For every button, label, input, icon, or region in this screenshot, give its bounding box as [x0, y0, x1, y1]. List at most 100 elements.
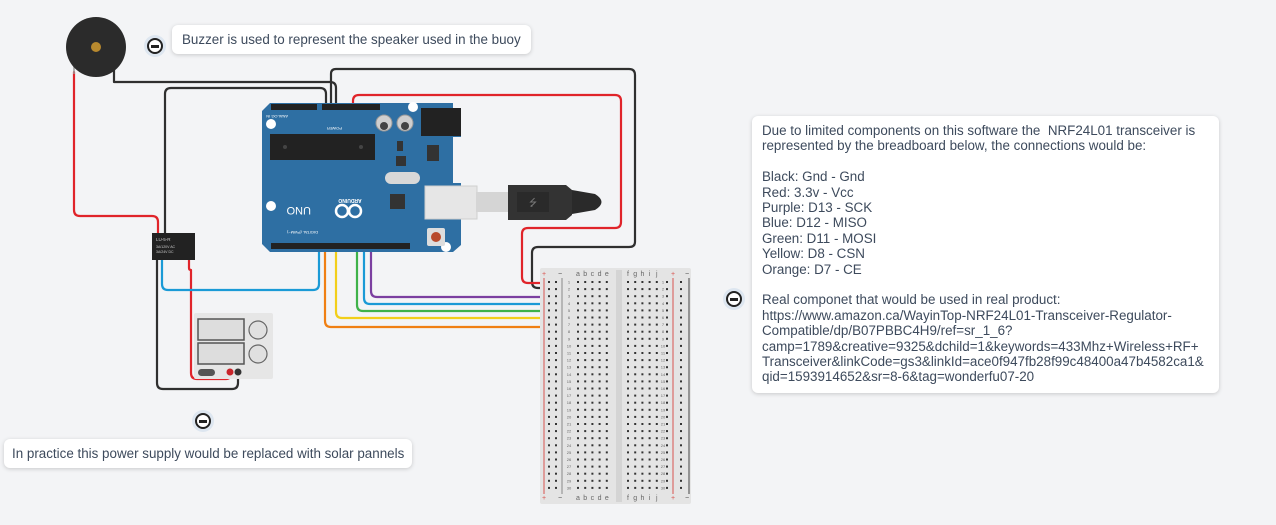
usb-cable[interactable]: ⭍: [424, 185, 602, 220]
column-label: a: [576, 495, 580, 502]
row-number: 3: [662, 294, 665, 299]
power-note-pin[interactable]: [192, 410, 214, 432]
current-display: [197, 342, 245, 365]
transceiver-note-line: [762, 277, 1208, 292]
row-number: 13: [567, 365, 572, 370]
column-label: j: [655, 271, 658, 278]
row-number: 9: [662, 336, 665, 341]
wire-purple-d13[interactable]: [369, 245, 550, 299]
transceiver-note-line: camp=1789&creative=9325&dchild=1&keyword…: [762, 338, 1199, 354]
column-label: e: [605, 271, 609, 278]
wire-red-buzzer[interactable]: [72, 70, 160, 235]
power-switch[interactable]: [198, 369, 215, 376]
wire-black-buzzer[interactable]: [112, 60, 338, 105]
transceiver-note[interactable]: Due to limited components on this softwa…: [752, 116, 1219, 393]
transceiver-note-line: Real componet that would be used in real…: [762, 292, 1061, 308]
column-label: e: [605, 495, 609, 502]
row-number: 15: [567, 379, 572, 384]
column-label: f: [627, 271, 629, 278]
row-number: 24: [661, 443, 666, 448]
row-number: 11: [661, 351, 666, 356]
row-number: 8: [568, 329, 571, 334]
power-jack: [421, 108, 461, 136]
wire-blue-relay[interactable]: [160, 245, 321, 292]
rail-label: −: [685, 495, 689, 502]
row-number: 20: [661, 414, 666, 419]
buzzer-note-pin[interactable]: [144, 35, 166, 57]
row-number: 10: [567, 343, 572, 348]
row-number: 12: [661, 358, 666, 363]
wire-black-power[interactable]: [155, 258, 240, 391]
positive-terminal[interactable]: [226, 368, 234, 376]
row-number: 19: [661, 407, 666, 412]
transceiver-note-line: Blue: D12 - MISO: [762, 215, 867, 231]
row-number: 30: [567, 485, 572, 490]
rail-label: +: [542, 271, 546, 278]
row-number: 14: [661, 372, 666, 377]
power-supply-note-text: In practice this power supply would be r…: [12, 446, 405, 461]
minus-circle-icon: [147, 38, 163, 54]
column-label: d: [598, 495, 602, 502]
arduino-brand-label: ARDUINO: [338, 197, 361, 203]
row-number: 17: [661, 393, 666, 398]
column-label: b: [583, 495, 587, 502]
atmega-chip: [270, 134, 375, 160]
voltage-knob[interactable]: [248, 320, 268, 340]
transceiver-note-line: qid=1593914652&sr=8-6&tag=wonderfu07-20: [762, 369, 1035, 385]
negative-terminal[interactable]: [234, 368, 242, 376]
row-number: 27: [567, 464, 572, 469]
buzzer-note-text: Buzzer is used to represent the speaker …: [182, 32, 521, 47]
relay-model-label: LU-5-R: [156, 237, 171, 242]
power-supply-note[interactable]: In practice this power supply would be r…: [4, 439, 413, 469]
row-number: 6: [662, 315, 665, 320]
row-number: 23: [567, 436, 572, 441]
row-number: 22: [567, 429, 572, 434]
row-number: 6: [568, 315, 571, 320]
row-number: 30: [661, 485, 666, 490]
transceiver-note-line: represented by the breadboard below, the…: [762, 138, 1147, 154]
row-number: 15: [661, 379, 666, 384]
row-number: 21: [567, 422, 572, 427]
row-number: 21: [661, 422, 666, 427]
row-number: 13: [661, 365, 666, 370]
row-number: 29: [567, 478, 572, 483]
wire-black-relay[interactable]: [163, 86, 328, 235]
row-number: 1: [568, 280, 571, 285]
row-number: 26: [567, 457, 572, 462]
transceiver-note-line: Orange: D7 - CE: [762, 261, 862, 277]
row-number: 2: [662, 287, 665, 292]
transceiver-note-line: Yellow: D8 - CSN: [762, 246, 865, 262]
rail-label: +: [671, 271, 675, 278]
transceiver-note-line: [762, 154, 1208, 169]
row-number: 8: [662, 329, 665, 334]
current-knob[interactable]: [248, 344, 268, 364]
minus-circle-icon: [726, 291, 742, 307]
column-label: d: [598, 271, 602, 278]
usb-icon: ⭍: [529, 197, 537, 209]
relay-rating-dc: 3A/24V DC: [156, 250, 174, 254]
wire-red-3v3[interactable]: [351, 93, 623, 285]
row-number: 9: [568, 336, 571, 341]
power-supply[interactable]: [194, 313, 273, 379]
wire-green-d11[interactable]: [355, 245, 550, 313]
wire-orange-d7[interactable]: [323, 245, 550, 329]
wires: [72, 60, 637, 391]
rail-label: +: [542, 495, 546, 502]
wire-blue-d12[interactable]: [362, 245, 550, 306]
transceiver-note-pin[interactable]: [723, 288, 745, 310]
row-number: 5: [568, 308, 571, 313]
buzzer-center-icon: [91, 42, 101, 52]
wire-yellow-d8[interactable]: [334, 245, 550, 320]
transceiver-note-line: Due to limited components on this softwa…: [762, 123, 1196, 138]
buzzer[interactable]: [66, 17, 126, 77]
relay[interactable]: LU-5-R 3A/120V AC 3A/24V DC: [152, 233, 195, 260]
rail-label: −: [558, 271, 562, 278]
buzzer-note[interactable]: Buzzer is used to represent the speaker …: [172, 25, 531, 55]
analog-header-label: ANALOG IN: [266, 114, 288, 119]
rail-label: −: [685, 271, 689, 278]
row-number: 3: [568, 294, 571, 299]
transceiver-note-line: Purple: D13 - SCK: [762, 200, 873, 216]
